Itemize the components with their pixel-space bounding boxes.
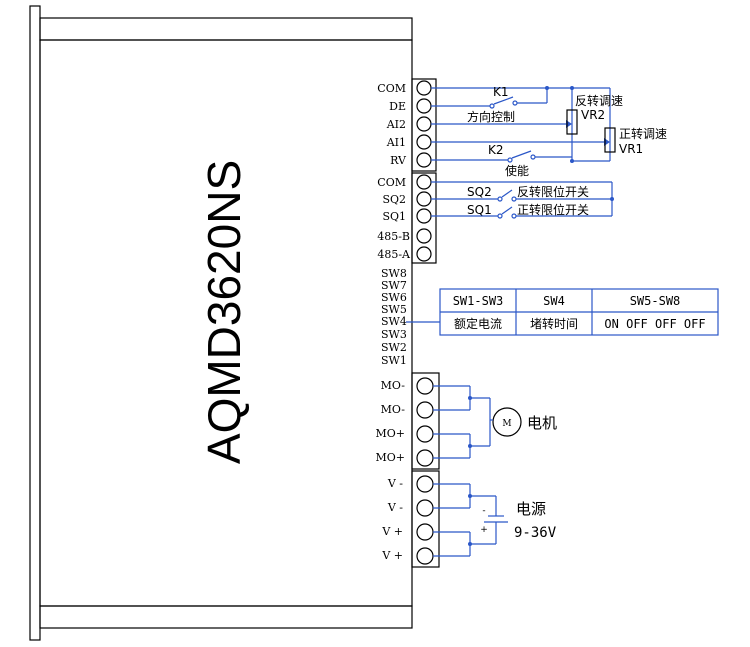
- dip-sw2: SW2: [381, 341, 407, 354]
- terminal-block-power: V - V - V + V +: [381, 470, 440, 568]
- dip-sw4: SW4: [381, 315, 407, 328]
- dip-switch-labels: SW8 SW7 SW6 SW5 SW4 SW3 SW2 SW1: [381, 267, 407, 367]
- switch-k2-label: K2: [488, 143, 504, 157]
- driver-housing: AQMD3620NS: [29, 5, 413, 641]
- terminal-de: DE: [389, 100, 406, 113]
- motor-label: 电机: [527, 414, 557, 432]
- terminal-mo-plus-1: MO+: [376, 427, 406, 440]
- terminal-v-plus-1: V +: [381, 525, 403, 538]
- table-header-sw5-sw8: SW5-SW8: [630, 294, 681, 308]
- direction-control-label: 方向控制: [467, 109, 515, 124]
- power-label: 电源: [516, 500, 546, 518]
- sq2-label: SQ2: [467, 185, 492, 199]
- motor-symbol: M: [502, 419, 511, 429]
- terminal-rv: RV: [390, 154, 407, 167]
- signal-wiring: K1 方向控制 VR2 反转调速 VR1 正转调速 K2 使能: [431, 85, 667, 178]
- table-cell-sw5-sw8-setting: ON OFF OFF OFF: [604, 317, 705, 331]
- model-name: AQMD3620NS: [198, 160, 250, 464]
- reverse-speed-label: 反转调速: [575, 93, 623, 108]
- terminal-mo-plus-2: MO+: [376, 451, 406, 464]
- terminal-ai2: AI2: [386, 118, 406, 131]
- terminal-block-io: COM SQ2 SQ1 485-B 485-A: [377, 172, 437, 264]
- motor-wiring: M 电机: [433, 385, 557, 459]
- terminal-mo-minus-2: MO-: [381, 403, 406, 416]
- terminal-ai1: AI1: [386, 136, 406, 149]
- terminal-485b: 485-B: [377, 230, 410, 243]
- terminal-sq2: SQ2: [382, 193, 406, 206]
- terminal-mo-minus-1: MO-: [381, 379, 406, 392]
- pot-vr2-label: VR2: [581, 108, 605, 122]
- dip-sw3: SW3: [381, 328, 407, 341]
- terminal-v-plus-2: V +: [381, 549, 403, 562]
- dip-sw8: SW8: [381, 267, 407, 280]
- terminal-v-minus-1: V -: [387, 477, 403, 490]
- terminal-sq1: SQ1: [382, 210, 406, 223]
- dip-sw6: SW6: [381, 291, 407, 304]
- terminal-block-signal: COM DE AI2 AI1 RV: [377, 78, 437, 172]
- terminal-485a: 485-A: [377, 248, 411, 261]
- voltage-label: 9-36V: [514, 525, 557, 541]
- battery-plus-sign: +: [480, 525, 488, 535]
- motor-icon: [492, 407, 522, 437]
- pot-vr1-label: VR1: [619, 142, 643, 156]
- forward-speed-label: 正转调速: [619, 126, 667, 141]
- table-cell-stall-time: 堵转时间: [530, 316, 578, 331]
- dip-sw1: SW1: [381, 354, 407, 367]
- dip-sw5: SW5: [381, 303, 407, 316]
- table-cell-rated-current: 额定电流: [454, 316, 502, 331]
- power-wiring: - + 电源 9-36V: [433, 483, 557, 557]
- battery-minus-sign: -: [482, 506, 485, 516]
- enable-label: 使能: [505, 163, 529, 178]
- terminal-com-2: COM: [377, 176, 406, 189]
- forward-limit-label: 正转限位开关: [517, 202, 589, 217]
- table-header-sw1-sw3: SW1-SW3: [453, 294, 504, 308]
- terminal-com: COM: [377, 82, 406, 95]
- dip-sw7: SW7: [381, 279, 407, 292]
- switch-k1-label: K1: [493, 85, 509, 99]
- terminal-block-motor: MO- MO- MO+ MO+: [376, 372, 440, 470]
- table-header-sw4: SW4: [543, 294, 565, 308]
- sq1-label: SQ1: [467, 203, 492, 217]
- limit-switch-wiring: SQ2 反转限位开关 SQ1 正转限位开关: [431, 181, 614, 219]
- dip-switch-table: SW1-SW3 SW4 SW5-SW8 额定电流 堵转时间 ON OFF OFF…: [406, 288, 719, 336]
- reverse-limit-label: 反转限位开关: [517, 184, 589, 199]
- terminal-v-minus-2: V -: [387, 501, 403, 514]
